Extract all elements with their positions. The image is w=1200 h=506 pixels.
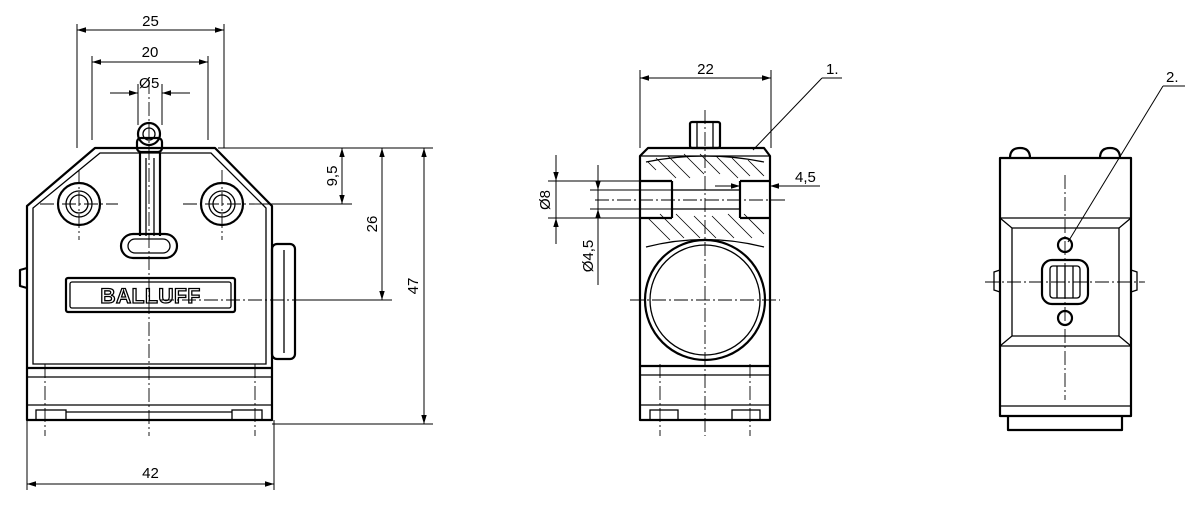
dim-25: 25 xyxy=(76,13,225,148)
svg-text:47: 47 xyxy=(405,278,422,295)
svg-text:4,5: 4,5 xyxy=(795,169,816,186)
balluff-logo: BALLUFF xyxy=(64,276,237,314)
svg-text:1.: 1. xyxy=(826,61,839,78)
callout-2: 2. xyxy=(1067,69,1185,243)
dim-22: 22 xyxy=(639,61,772,148)
svg-text:5: 5 xyxy=(151,75,159,92)
dim-26: 26 xyxy=(300,147,392,301)
svg-text:9,5: 9,5 xyxy=(324,166,341,187)
dim-diameter-8: Ø8 xyxy=(537,155,640,244)
svg-text:25: 25 xyxy=(142,13,159,30)
svg-text:Ø4,5: Ø4,5 xyxy=(580,240,597,273)
dim-9-5: 9,5 xyxy=(218,147,352,205)
section-hatch xyxy=(647,153,765,241)
side-view: 22 Ø8 Ø4,5 4,5 xyxy=(537,61,842,436)
svg-text:42: 42 xyxy=(142,465,159,482)
top-view: 2. xyxy=(985,69,1185,432)
dim-4-5: 4,5 xyxy=(715,169,820,189)
dim-42: 42 xyxy=(26,420,275,490)
svg-text:Ø: Ø xyxy=(139,75,151,92)
svg-text:26: 26 xyxy=(364,216,381,233)
svg-text:22: 22 xyxy=(697,61,714,78)
svg-text:Ø8: Ø8 xyxy=(537,190,554,210)
svg-text:20: 20 xyxy=(142,44,159,61)
callout-1: 1. xyxy=(752,61,842,151)
svg-text:2.: 2. xyxy=(1166,69,1179,86)
top-housing-outline xyxy=(998,156,1133,418)
dim-diameter-4-5: Ø4,5 xyxy=(580,165,672,285)
logo-text: BALLUFF xyxy=(100,285,200,308)
dim-47: 47 xyxy=(272,147,433,425)
dim-diameter-5: Ø 5 xyxy=(110,75,190,125)
front-view: BALLUFF 25 20 Ø xyxy=(18,13,433,490)
dim-20: 20 xyxy=(91,44,209,140)
